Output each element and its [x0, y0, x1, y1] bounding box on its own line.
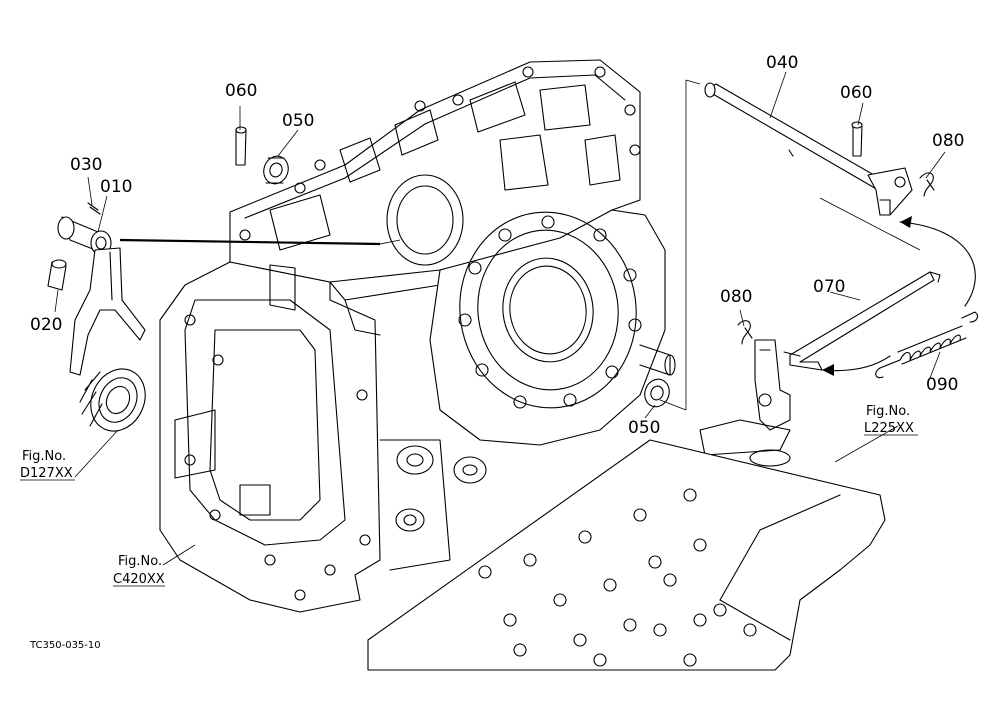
floor-plate	[367, 439, 886, 671]
figref-l225-label: Fig.No.	[866, 404, 910, 419]
spring-090	[875, 311, 979, 379]
shift-fork-010	[57, 216, 146, 376]
figure-references: Fig.No. D127XX Fig.No. C420XX Fig.No. L2…	[20, 404, 918, 587]
dowel-pin-060-right	[851, 121, 863, 157]
callout-labels: 010 030 020 060 050 040 060 080 070 080 …	[30, 53, 964, 438]
callout-020: 020	[30, 315, 62, 335]
callout-050-lower: 050	[628, 418, 660, 438]
callout-040: 040	[766, 53, 798, 73]
shift-shaft-040	[704, 82, 913, 216]
figref-d127-label: Fig.No.	[22, 449, 66, 464]
callout-060-right: 060	[840, 83, 872, 103]
oil-seal-050-upper	[263, 155, 289, 185]
callout-080-upper: 080	[932, 131, 964, 151]
oil-seal-050-lower	[644, 378, 670, 408]
transmission-case	[159, 59, 676, 613]
figref-d127-number: D127XX	[20, 466, 73, 481]
leader-lines	[54, 71, 946, 566]
callout-050-upper: 050	[282, 111, 314, 131]
figref-c420-number: C420XX	[113, 572, 165, 587]
callout-070: 070	[813, 277, 845, 297]
drawing-code: TC350-035-10	[29, 640, 101, 651]
figref-l225-number: L225XX	[864, 421, 914, 436]
split-pin-080-lower	[737, 320, 753, 345]
figref-c420-label: Fig.No.	[118, 554, 162, 569]
callout-060-left: 060	[225, 81, 257, 101]
callout-080-lower: 080	[720, 287, 752, 307]
split-pin-080-upper	[919, 172, 935, 197]
reference-arrow	[119, 238, 401, 246]
lever-bracket	[699, 339, 791, 456]
motion-arrows	[821, 216, 976, 376]
rod-070	[783, 271, 941, 371]
spring-pin-030	[87, 202, 101, 215]
pin-020	[47, 259, 67, 291]
dowel-pin-060-left	[235, 126, 247, 166]
bearing-assembly	[79, 368, 146, 432]
callout-010: 010	[100, 177, 132, 197]
callout-030: 030	[70, 155, 102, 175]
callout-090: 090	[926, 375, 958, 395]
